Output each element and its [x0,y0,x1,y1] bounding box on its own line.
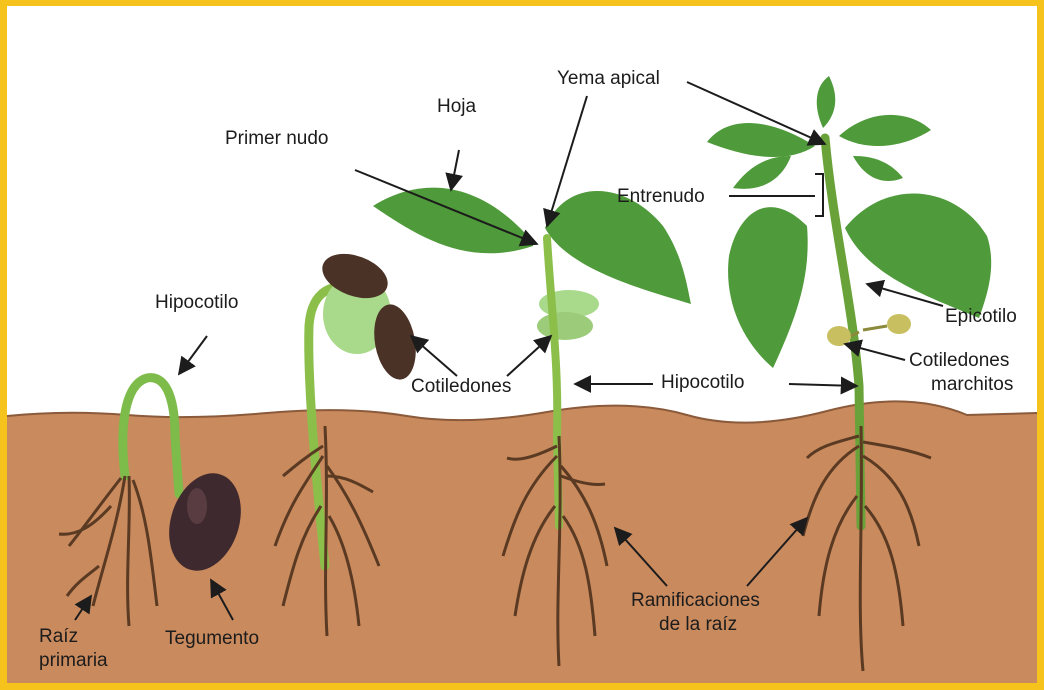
label-primaria: primaria [39,650,108,672]
label-primer-nudo: Primer nudo [225,128,329,150]
arrow-hipocotilo-1 [179,336,207,374]
label-de-la-raiz: de la raíz [659,614,737,636]
label-raiz: Raíz [39,626,78,648]
label-hoja: Hoja [437,96,476,118]
arrow-hoja [451,150,459,190]
leaf-4e [817,76,836,128]
entrenudo-bracket [815,174,823,216]
withered-cotyledon-b [887,314,911,334]
label-entrenudo: Entrenudo [617,186,705,208]
arrow-cotiledones-left [411,336,457,376]
leaf-4f [853,156,903,181]
label-ramificaciones: Ramificaciones [631,590,760,612]
cotyledon-3b [537,312,593,340]
label-epicotilo: Epicotilo [945,306,1017,328]
soil [7,401,1037,684]
label-hipocotilo-seed: Hipocotilo [155,292,238,314]
label-tegumento: Tegumento [165,628,259,650]
label-yema-apical: Yema apical [557,68,660,90]
leaf-4a [728,207,808,368]
germination-illustration [7,6,1037,684]
arrow-cotiledones-right [507,336,551,376]
arrow-hipocotilo-2-right [789,384,857,386]
label-cotiledones-marchitos-2: marchitos [931,374,1013,396]
label-cotiledones-marchitos-1: Cotiledones [909,350,1009,372]
label-cotiledones: Cotiledones [411,376,511,398]
leaf-4d [839,115,931,146]
leaf-3a [373,188,533,254]
label-hipocotilo-plant: Hipocotilo [661,372,744,394]
withered-cotyledon-a [827,326,851,346]
leaf-4c [707,123,815,157]
leaf-4g [733,156,791,189]
